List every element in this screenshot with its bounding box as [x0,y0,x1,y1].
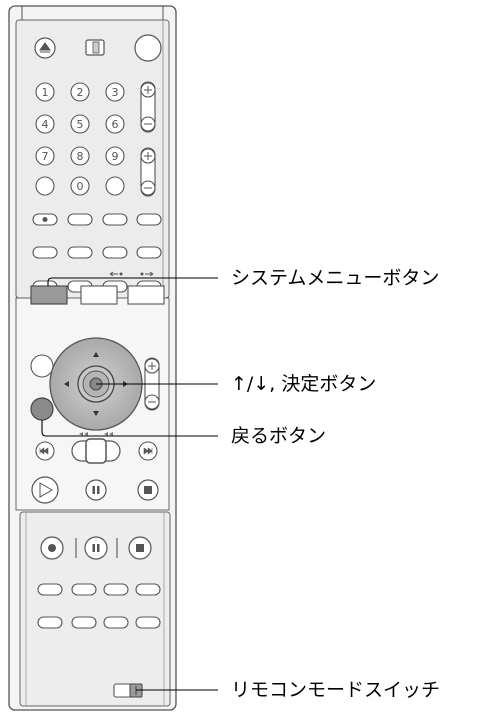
oval-button-l2c4[interactable] [135,616,161,629]
oval-button-r1c2[interactable] [67,213,93,226]
replay-advance-arrow-icons [109,271,154,277]
number-key-0[interactable]: 0 [70,176,90,196]
remote-mode-switch-label: リモコンモードスイッチ [231,679,441,701]
record-pause-button[interactable] [84,536,108,560]
record-oval-button[interactable] [32,213,58,226]
number-key-8[interactable]: 8 [70,146,90,166]
oval-button-l1c3[interactable] [103,583,129,596]
play-button[interactable] [31,476,59,504]
oval-button-l2c3[interactable] [103,616,129,629]
oval-button-l1c4[interactable] [135,583,161,596]
eject-button[interactable] [34,37,56,59]
number-key-7-label: 7 [42,150,49,163]
number-key-4-label: 4 [42,118,49,131]
oval-button-r2c3[interactable] [102,246,128,259]
number-key-1[interactable]: 1 [35,82,55,102]
oval-button-r2c1[interactable] [32,246,58,259]
record-stop-button[interactable] [128,536,152,560]
leader-system-menu [47,277,218,286]
number-key-5-label: 5 [77,118,84,131]
channel-rocker[interactable] [140,147,156,197]
blank-key-left[interactable] [35,176,55,196]
volume-rocker[interactable] [140,81,156,133]
number-key-9-label: 9 [112,150,119,163]
menu-button-right[interactable] [127,285,165,305]
oval-button-l1c1[interactable] [37,583,63,596]
scan-arrows-icon [79,432,113,436]
next-button[interactable] [138,441,158,461]
tools-button[interactable] [30,354,54,378]
jog-shuttle[interactable] [71,438,121,464]
leader-return [41,420,218,437]
number-key-2-label: 2 [77,86,84,99]
oval-button-r2c4[interactable] [136,246,162,259]
oval-buttons-lower [37,583,161,629]
number-key-9[interactable]: 9 [105,146,125,166]
number-key-2[interactable]: 2 [70,82,90,102]
oval-button-r2c2[interactable] [67,246,93,259]
oval-button-l1c2[interactable] [71,583,97,596]
number-key-5[interactable]: 5 [70,114,90,134]
remote-mode-switch[interactable] [113,683,143,698]
callout-lines [41,277,218,691]
number-key-3-label: 3 [112,86,119,99]
number-key-6-label: 6 [112,118,119,131]
number-key-1-label: 1 [42,86,49,99]
oval-button-r1c4[interactable] [136,213,162,226]
oval-button-l2c2[interactable] [71,616,97,629]
return-button[interactable] [30,397,54,421]
prev-button[interactable] [35,441,55,461]
power-button[interactable] [134,34,162,62]
number-key-0-label: 0 [77,180,84,193]
oval-button-r1c3[interactable] [102,213,128,226]
stop-button[interactable] [137,479,159,501]
system-menu-button-label: システムメニューボタン [231,267,440,289]
number-keypad: 1 2 3 4 5 6 7 8 9 0 [35,82,125,196]
system-menu-button[interactable] [30,285,68,305]
number-key-6[interactable]: 6 [105,114,125,134]
arrow-enter-button-label: ↑/↓, 決定ボタン [231,373,377,395]
record-button[interactable] [40,536,64,560]
oval-button-l2c1[interactable] [37,616,63,629]
tv-dvd-switch[interactable] [85,39,105,56]
number-key-4[interactable]: 4 [35,114,55,134]
blank-key-right[interactable] [105,176,125,196]
number-key-3[interactable]: 3 [105,82,125,102]
return-button-label: 戻るボタン [231,425,327,447]
number-key-7[interactable]: 7 [35,146,55,166]
menu-button-middle[interactable] [80,285,118,305]
number-key-8-label: 8 [77,150,84,163]
pause-button[interactable] [85,479,107,501]
